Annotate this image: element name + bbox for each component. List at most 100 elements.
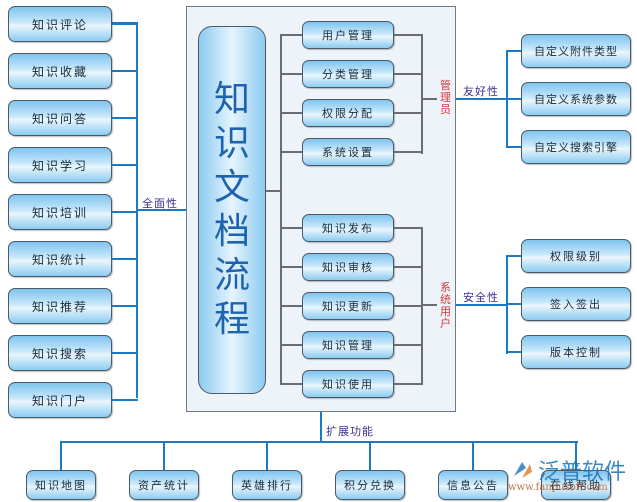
admin-node-label: 分类管理: [322, 68, 374, 81]
connector: [421, 98, 437, 100]
connector: [506, 98, 521, 100]
brand-logo-icon: [514, 462, 532, 478]
user-node[interactable]: 知识审核: [302, 253, 394, 281]
friendly-node-label: 自定义搜索引擎: [534, 141, 618, 154]
security-node-label: 签入签出: [550, 298, 602, 311]
left-node[interactable]: 知识门户: [8, 382, 112, 418]
connector: [112, 117, 138, 119]
connector: [266, 190, 282, 192]
user-node[interactable]: 知识更新: [302, 292, 394, 320]
extension-node-label: 信息公告: [447, 479, 499, 492]
security-node[interactable]: 版本控制: [521, 335, 631, 369]
left-node-label: 知识培训: [31, 205, 88, 220]
connector: [112, 352, 138, 354]
left-node-label: 知识门户: [31, 393, 88, 408]
connector: [112, 399, 138, 401]
friendly-node[interactable]: 自定义附件类型: [521, 34, 631, 68]
security-node[interactable]: 权限级别: [521, 239, 631, 273]
left-node[interactable]: 知识收藏: [8, 53, 112, 89]
connector: [506, 50, 521, 52]
connector: [456, 304, 508, 306]
admin-node-label: 权限分配: [322, 107, 374, 120]
user-node-label: 知识审核: [322, 261, 374, 274]
connector: [280, 344, 302, 346]
user-node[interactable]: 知识发布: [302, 214, 394, 242]
admin-node[interactable]: 系统设置: [302, 138, 394, 166]
connector: [421, 34, 423, 154]
connector: [112, 305, 138, 307]
connector: [506, 303, 521, 305]
group-label-friendly: 友好性: [463, 85, 499, 98]
left-node[interactable]: 知识学习: [8, 147, 112, 183]
connector: [163, 441, 165, 470]
group-label-comprehensive: 全面性: [142, 197, 178, 210]
admin-node[interactable]: 用户管理: [302, 21, 394, 49]
connector: [472, 441, 474, 470]
friendly-node[interactable]: 自定义搜索引擎: [521, 130, 631, 164]
user-node-label: 知识管理: [322, 339, 374, 352]
left-node-label: 知识统计: [31, 252, 88, 267]
connector: [112, 211, 138, 213]
extension-node-label: 知识地图: [35, 479, 87, 492]
extension-node[interactable]: 知识地图: [26, 470, 96, 500]
connector: [369, 441, 371, 470]
connector: [394, 227, 423, 229]
user-node[interactable]: 知识使用: [302, 370, 394, 398]
group-label-extension: 扩展功能: [326, 425, 374, 438]
extension-node-label: 在线帮助: [550, 479, 602, 492]
left-node[interactable]: 知识问答: [8, 100, 112, 136]
connector: [394, 73, 423, 75]
connector: [280, 73, 302, 75]
friendly-node[interactable]: 自定义系统参数: [521, 82, 631, 116]
connector: [506, 146, 521, 148]
connector: [60, 441, 62, 470]
connector: [506, 351, 521, 353]
user-node[interactable]: 知识管理: [302, 331, 394, 359]
left-node-label: 知识学习: [31, 158, 88, 173]
left-node[interactable]: 知识搜索: [8, 335, 112, 371]
extension-node[interactable]: 信息公告: [438, 470, 508, 500]
extension-node[interactable]: 积分兑换: [335, 470, 405, 500]
admin-node-label: 用户管理: [322, 29, 374, 42]
extension-node[interactable]: 英雄排行: [232, 470, 302, 500]
left-node-label: 知识搜索: [31, 346, 88, 361]
connector: [280, 383, 302, 385]
connector: [456, 98, 508, 100]
connector: [136, 209, 186, 211]
left-node[interactable]: 知识培训: [8, 194, 112, 230]
group-label-admin: 管理员: [440, 79, 451, 116]
user-node-label: 知识更新: [322, 300, 374, 313]
extension-node[interactable]: 在线帮助: [541, 470, 611, 500]
extension-node-label: 积分兑换: [344, 479, 396, 492]
extension-node[interactable]: 资产统计: [129, 470, 199, 500]
connector: [280, 227, 302, 229]
connector: [266, 441, 268, 470]
left-node-label: 知识评论: [31, 17, 88, 32]
security-node-label: 版本控制: [550, 346, 602, 359]
connector: [394, 151, 423, 153]
connector: [394, 305, 423, 307]
connector: [575, 441, 577, 470]
connector: [60, 441, 578, 443]
connector: [394, 112, 423, 114]
connector: [280, 266, 302, 268]
left-node[interactable]: 知识推荐: [8, 288, 112, 324]
connector: [506, 255, 521, 257]
admin-node[interactable]: 分类管理: [302, 60, 394, 88]
admin-node[interactable]: 权限分配: [302, 99, 394, 127]
core-title: 知识文档流程: [213, 79, 250, 340]
connector: [280, 151, 302, 153]
friendly-node-label: 自定义系统参数: [534, 93, 618, 106]
connector: [421, 304, 437, 306]
connector: [320, 412, 322, 442]
extension-node-label: 资产统计: [138, 479, 190, 492]
group-label-security: 安全性: [463, 291, 499, 304]
left-node[interactable]: 知识统计: [8, 241, 112, 277]
connector: [394, 34, 423, 36]
connector: [112, 23, 138, 25]
user-node-label: 知识使用: [322, 378, 374, 391]
left-node[interactable]: 知识评论: [8, 6, 112, 42]
security-node[interactable]: 签入签出: [521, 287, 631, 321]
connector: [394, 383, 423, 385]
connector: [394, 344, 423, 346]
